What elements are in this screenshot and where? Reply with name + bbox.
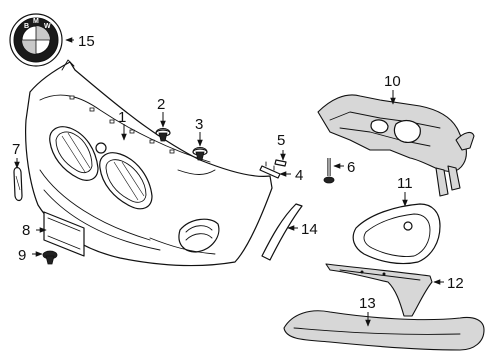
leader-lines [14, 37, 444, 327]
reflector-7 [13, 166, 23, 202]
emblem-letter-w: W [44, 23, 51, 30]
clip-2 [155, 128, 171, 142]
callout-10: 10 [384, 73, 401, 90]
callout-15: 15 [78, 33, 95, 50]
callout-8: 8 [22, 222, 30, 239]
fog-trim-11 [352, 203, 441, 265]
callout-9: 9 [18, 247, 26, 264]
bmw-emblem: B M W [9, 13, 63, 67]
callout-12: 12 [447, 275, 464, 292]
callout-5: 5 [277, 132, 285, 149]
callout-7: 7 [12, 141, 20, 158]
emblem-letter-b: B [24, 23, 29, 30]
callout-2: 2 [157, 96, 165, 113]
callout-3: 3 [195, 116, 203, 133]
clip-4 [259, 161, 281, 179]
arch-trim-14 [261, 203, 303, 261]
bracket-5 [274, 159, 287, 167]
energy-absorber-10 [317, 94, 475, 197]
callout-6: 6 [347, 159, 355, 176]
bumper-cover [25, 59, 273, 267]
callout-14: 14 [301, 221, 318, 238]
lower-spoiler-13 [283, 310, 485, 351]
lower-trim-12 [325, 263, 433, 317]
callout-13: 13 [359, 295, 376, 312]
screw-9 [42, 250, 58, 265]
clip-3 [192, 147, 208, 161]
emblem-letter-m: M [33, 18, 39, 25]
callout-11: 11 [397, 175, 413, 192]
callout-1: 1 [118, 109, 126, 126]
screw-6 [323, 158, 335, 184]
callout-4: 4 [295, 167, 303, 184]
